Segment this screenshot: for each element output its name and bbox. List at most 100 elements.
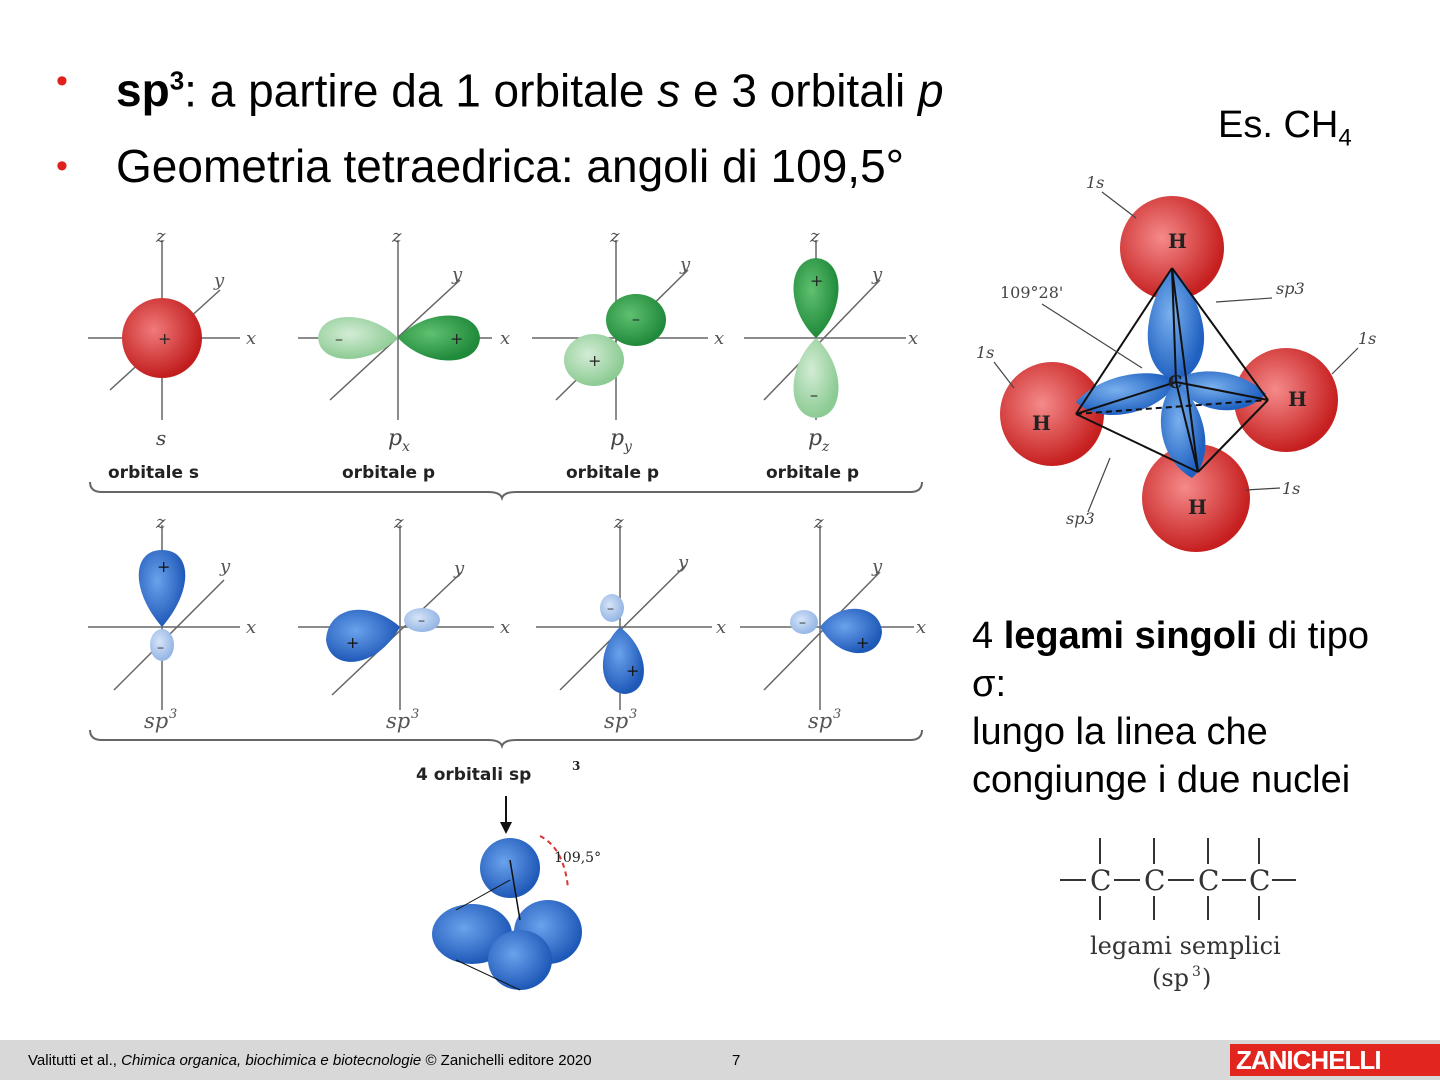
svg-text:(sp: (sp — [1152, 964, 1189, 992]
panel-orbital-py: + – z x y p y orbitale p — [532, 226, 724, 483]
bond-description: 4 legami singoli di tipo σ: lungo la lin… — [972, 615, 1370, 801]
svg-text:x: x — [500, 617, 510, 638]
brace-top — [89, 481, 923, 502]
svg-text:H: H — [1188, 495, 1207, 519]
svg-text:x: x — [916, 617, 926, 638]
svg-text:+: + — [810, 271, 823, 290]
bullet-list: • sp3: a partire da 1 orbitale s e 3 orb… — [56, 52, 944, 213]
svg-text:3: 3 — [833, 707, 841, 722]
carbon-chain-figure: C C C C legami semplici (sp 3 ) — [1060, 838, 1296, 992]
zanichelli-logo: ZANICHELLI — [1230, 1044, 1440, 1076]
bullet-sp3: • sp3: a partire da 1 orbitale s e 3 orb… — [56, 52, 944, 119]
svg-text:sp3: sp3 — [1276, 279, 1305, 298]
label-4-sp3: 4 orbitali sp — [416, 765, 531, 785]
svg-text:p: p — [388, 426, 402, 451]
svg-text:z: z — [155, 512, 166, 533]
panel-orbital-px: – + z x y p x orbitale p — [298, 226, 510, 483]
svg-text:z: z — [613, 512, 624, 533]
svg-text:3: 3 — [1192, 964, 1201, 980]
svg-text:1s: 1s — [1086, 173, 1104, 192]
svg-text:y: y — [219, 556, 231, 577]
svg-text:3: 3 — [411, 707, 419, 722]
svg-text:x: x — [246, 328, 256, 349]
svg-text:y: y — [677, 552, 689, 573]
svg-text:–: – — [632, 309, 640, 328]
bullet-dot: • — [56, 62, 68, 100]
svg-text:sp: sp — [386, 709, 410, 733]
svg-text:y: y — [871, 264, 883, 285]
svg-text:orbitale s: orbitale s — [108, 463, 199, 483]
svg-text:+: + — [588, 351, 601, 370]
svg-text:–: – — [335, 329, 343, 348]
panel-orbital-pz: + – z x y p z orbitale p — [744, 226, 918, 483]
svg-text:–: – — [418, 613, 425, 629]
bullet-dot: • — [56, 147, 68, 186]
svg-text:z: z — [393, 512, 404, 533]
svg-text:orbitale p: orbitale p — [566, 463, 659, 483]
s-orbital-sphere — [122, 298, 202, 378]
svg-text:orbitale p: orbitale p — [342, 463, 435, 483]
svg-text:+: + — [158, 329, 171, 348]
svg-text:y: y — [679, 254, 691, 275]
svg-text:C: C — [1249, 864, 1270, 897]
py-lobe-negative — [606, 294, 666, 346]
svg-text:z: z — [391, 226, 402, 247]
px-lobe-negative — [318, 317, 398, 359]
svg-text:+: + — [856, 633, 869, 652]
svg-text:sp: sp — [144, 709, 168, 733]
methane-figure: H H H H C 1s 1s 1s 1s sp3 sp3 109°28' — [976, 173, 1376, 552]
svg-text:–: – — [799, 615, 806, 631]
h-atom-left — [1000, 362, 1104, 466]
footer-bar: Valitutti et al., Chimica organica, bioc… — [0, 1040, 1440, 1080]
svg-text:x: x — [908, 328, 918, 349]
tetrahedral-sp3-shape: 109,5° — [432, 835, 601, 991]
panel-orbital-s: + z x y s orbitale s — [88, 226, 256, 483]
svg-text:109°28': 109°28' — [1000, 283, 1063, 302]
svg-text:+: + — [450, 329, 463, 348]
svg-text:3: 3 — [169, 707, 177, 722]
pz-lobe-positive — [793, 258, 839, 338]
svg-text:z: z — [155, 226, 166, 247]
svg-text:p: p — [610, 426, 624, 451]
pz-lobe-negative — [793, 338, 839, 418]
svg-text:–: – — [157, 640, 164, 656]
svg-text:y: y — [623, 439, 633, 455]
svg-text:p: p — [808, 426, 822, 451]
h-atom-right — [1234, 348, 1338, 452]
svg-text:C: C — [1144, 864, 1165, 897]
svg-text:z: z — [809, 226, 820, 247]
svg-text:x: x — [500, 328, 510, 349]
h-atom-top — [1120, 196, 1224, 300]
svg-text:C: C — [1090, 864, 1111, 897]
svg-text:y: y — [213, 270, 225, 291]
svg-text:3: 3 — [572, 759, 580, 773]
svg-text:y: y — [453, 558, 465, 579]
bullet-geometry: • Geometria tetraedrica: angoli di 109,5… — [56, 137, 944, 195]
svg-text:109,5°: 109,5° — [554, 850, 601, 866]
svg-text:orbitale p: orbitale p — [766, 463, 859, 483]
svg-text:sp: sp — [808, 709, 832, 733]
py-lobe-positive — [564, 334, 624, 386]
svg-text:x: x — [246, 617, 256, 638]
svg-text:y: y — [451, 264, 463, 285]
svg-text:x: x — [716, 617, 726, 638]
svg-text:x: x — [402, 439, 410, 455]
svg-text:sp: sp — [604, 709, 628, 733]
svg-text:H: H — [1168, 229, 1187, 253]
svg-text:x: x — [714, 328, 724, 349]
svg-text:–: – — [810, 385, 818, 404]
svg-text:H: H — [1032, 411, 1051, 435]
svg-text:–: – — [607, 601, 614, 617]
svg-text:1s: 1s — [1358, 329, 1376, 348]
svg-text:1s: 1s — [1282, 479, 1300, 498]
svg-text:C: C — [1198, 864, 1219, 897]
chain-caption: legami semplici — [1090, 932, 1281, 960]
page-number: 7 — [732, 1052, 741, 1069]
svg-text:z: z — [813, 512, 824, 533]
svg-text:+: + — [626, 661, 639, 680]
svg-text:C: C — [1168, 372, 1182, 393]
